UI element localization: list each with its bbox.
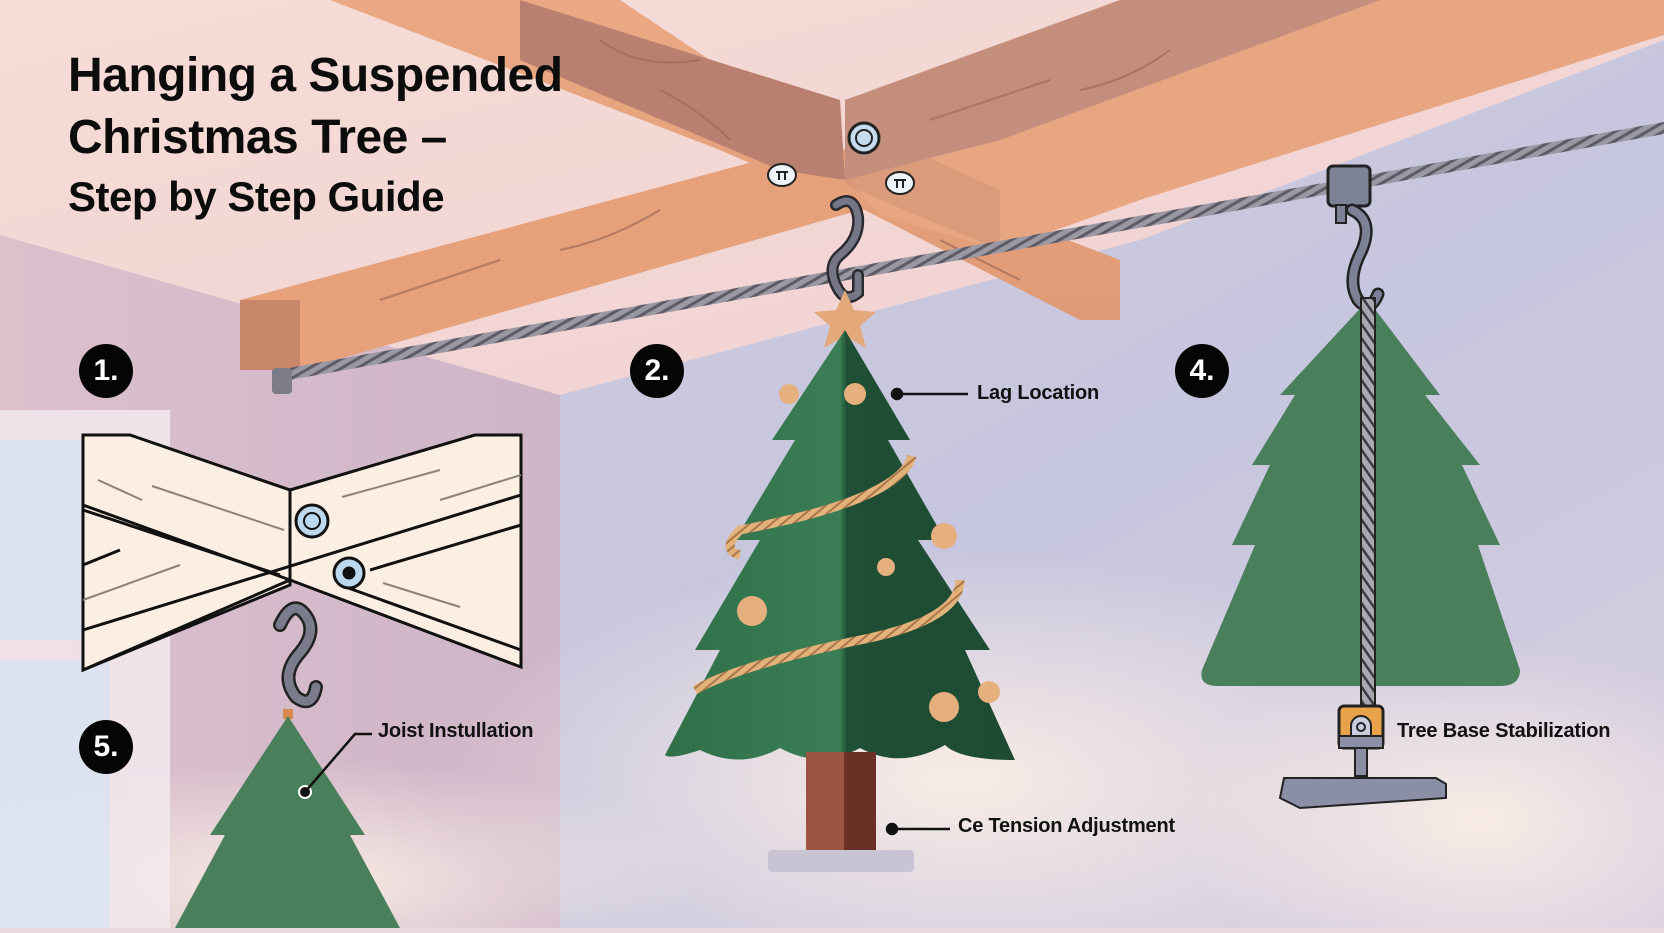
step-badge-1: 1.	[79, 344, 133, 398]
ceiling-beams	[240, 0, 1664, 370]
beam-screws	[767, 121, 915, 195]
suspension-cable	[272, 122, 1664, 394]
tree-step5	[175, 716, 400, 928]
callout-lag-location: Lag Location	[977, 382, 1100, 404]
title-line-3: Step by Step Guide	[68, 173, 445, 220]
tree-step2	[665, 290, 1015, 872]
step-badge-4: 4.	[1175, 344, 1229, 398]
callout-tree-base-stabilization: Tree Base Stabilization	[1397, 720, 1611, 742]
callout-leaders	[298, 387, 968, 836]
page-title: Hanging a Suspended Christmas Tree – Ste…	[68, 52, 563, 218]
title-line-1: Hanging a Suspended	[68, 49, 563, 102]
callout-joist-installation: Joist Instullation	[378, 720, 534, 742]
callout-tension-adjustment: Ce Tension Adjustment	[958, 815, 1175, 837]
step-badge-5: 5.	[79, 720, 133, 774]
hook-step5	[273, 601, 323, 719]
tree-step4	[1201, 297, 1520, 810]
joist-diagram-step1	[81, 433, 523, 673]
title-line-2: Christmas Tree –	[68, 111, 447, 164]
step-badge-2: 2.	[630, 344, 684, 398]
